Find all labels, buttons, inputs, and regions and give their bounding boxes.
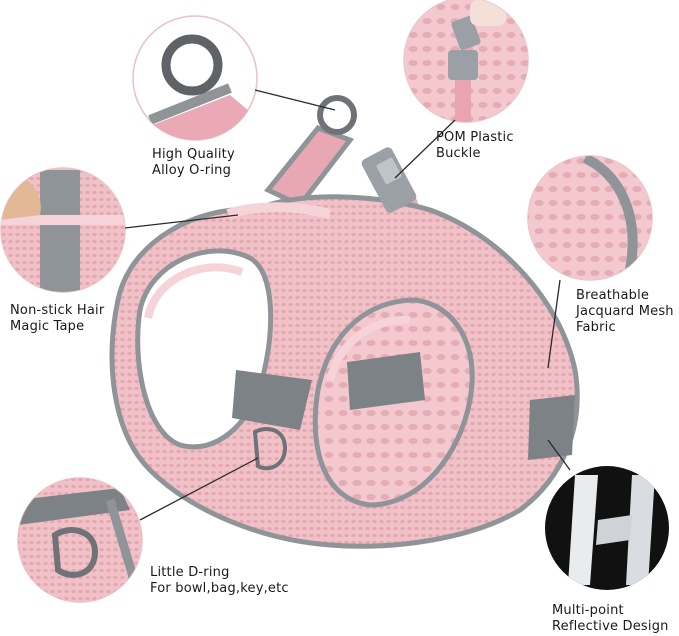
label-tape-line1: Non-stick Hair: [10, 303, 105, 318]
label-reflective-line2: Reflective Design: [552, 619, 669, 634]
label-dring-line2: For bowl,bag,key,etc: [150, 581, 289, 596]
label-reflective: Multi-point Reflective Design: [552, 603, 669, 635]
callout-lines: [124, 89, 571, 521]
harness-image: [109, 95, 580, 549]
label-oring-line1: High Quality: [152, 147, 235, 162]
label-mesh-line1: Breathable: [576, 288, 650, 303]
label-buckle-line2: Buckle: [436, 146, 481, 161]
label-oring: High Quality Alloy O-ring: [152, 147, 235, 179]
detail-oring-image: [132, 15, 258, 141]
detail-mesh-image: [527, 155, 653, 281]
label-buckle: POM Plastic Buckle: [436, 130, 514, 162]
detail-dring-image: [17, 477, 143, 603]
label-tape-line2: Magic Tape: [10, 319, 85, 334]
label-oring-line2: Alloy O-ring: [152, 163, 232, 178]
label-reflective-line1: Multi-point: [552, 603, 624, 618]
label-tape: Non-stick Hair Magic Tape: [10, 303, 104, 335]
label-buckle-line1: POM Plastic: [436, 130, 514, 145]
label-mesh: Breathable Jacquard Mesh Fabric: [576, 288, 674, 336]
label-dring: Little D-ring For bowl,bag,key,etc: [150, 565, 289, 597]
detail-buckle-image: [403, 0, 529, 123]
label-mesh-line2: Jacquard Mesh: [576, 304, 674, 319]
detail-tape-image: [0, 167, 126, 293]
label-mesh-line3: Fabric: [576, 320, 616, 335]
detail-reflective-image: [545, 466, 669, 590]
label-dring-line1: Little D-ring: [150, 565, 230, 580]
